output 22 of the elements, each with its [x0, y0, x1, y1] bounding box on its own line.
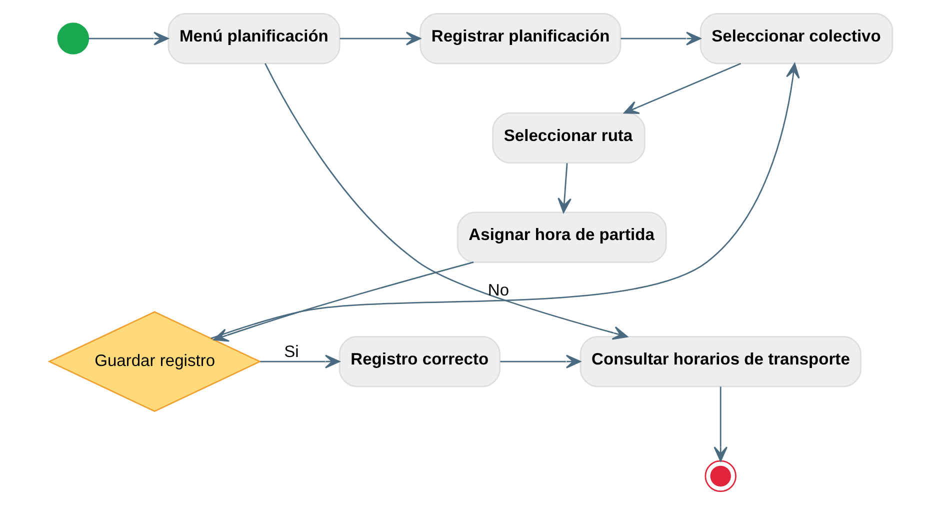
node-circle [704, 460, 736, 492]
node-box: Registrar planificación [420, 13, 622, 64]
arrow [88, 32, 169, 46]
arrow [500, 354, 581, 368]
arrow [558, 163, 572, 214]
edge-label: No [488, 280, 510, 300]
arrow [620, 32, 702, 46]
node-box: Registro correcto [338, 336, 500, 388]
node-box: Seleccionar ruta [492, 112, 646, 164]
arrow [714, 386, 728, 462]
node-box: Seleccionar colectivo [700, 13, 894, 64]
arrow [340, 32, 421, 46]
arrow [260, 354, 340, 368]
node-diamond: Guardar registro [48, 311, 262, 412]
node-box: Asignar hora de partida [456, 212, 667, 263]
node-circle [57, 22, 90, 54]
edge-label: Si [284, 342, 299, 361]
node-box: Consultar horarios de transporte [580, 336, 862, 388]
node-box: Menú planificación [168, 13, 340, 64]
arrow [624, 62, 742, 114]
arrow [210, 63, 800, 340]
arrow [264, 63, 628, 340]
